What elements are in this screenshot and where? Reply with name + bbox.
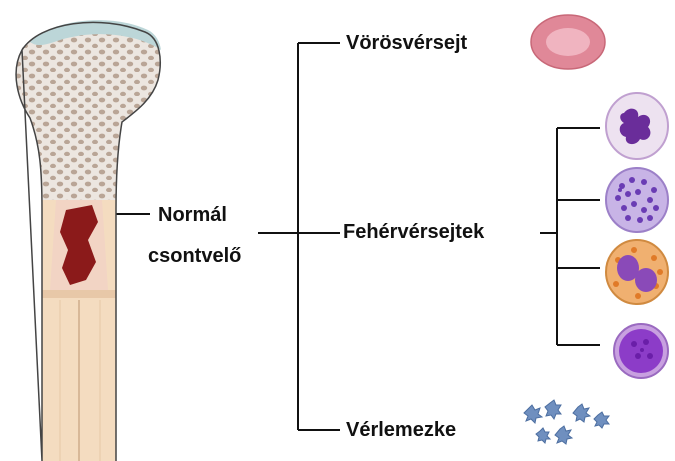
platelets-icon	[520, 395, 620, 455]
neutrophil-icon	[604, 91, 670, 161]
label-rbc: Vörösvérsejt	[346, 33, 467, 53]
basophil-icon	[604, 166, 670, 234]
label-normal-line1: Normál	[158, 205, 227, 225]
lymphocyte-icon	[612, 322, 670, 380]
eosinophil-icon	[604, 238, 670, 306]
label-normal-line2: csontvelő	[148, 246, 241, 266]
label-platelets: Vérlemezke	[346, 420, 456, 440]
long-bone-icon	[0, 0, 175, 461]
red-blood-cell-icon	[528, 12, 608, 72]
label-wbc: Fehérvérsejtek	[343, 222, 484, 242]
